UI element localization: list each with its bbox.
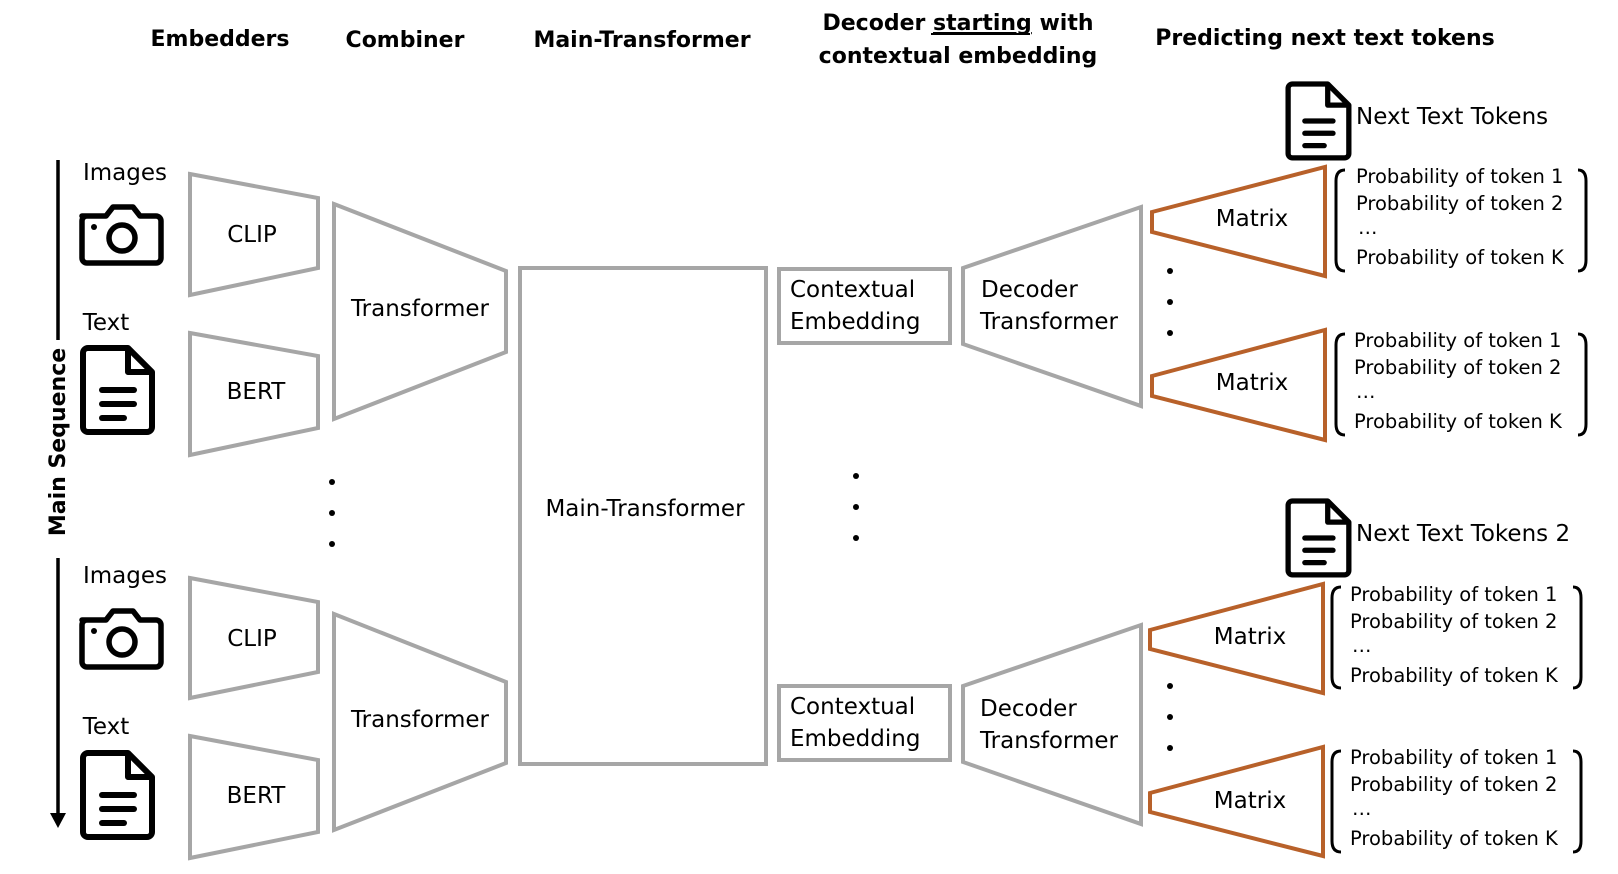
main-transformer-label: Main-Transformer — [545, 496, 745, 522]
header-decoder-line1: Decoder starting with — [823, 11, 1094, 36]
decoder-label-2a: Decoder — [980, 696, 1077, 722]
bracket-left-1 — [1334, 168, 1346, 273]
decoder-label-1b: Transformer — [979, 309, 1119, 335]
prob-2-2: Probability of token 2 — [1354, 356, 1561, 379]
bracket-right-3 — [1572, 585, 1583, 690]
prob-1-1: Probability of token 1 — [1356, 165, 1563, 188]
document-icon — [1288, 84, 1349, 158]
clip-embedder-2 — [188, 575, 320, 701]
header-decoder-post: with — [1032, 11, 1094, 36]
prob-1-k: Probability of token K — [1356, 246, 1565, 269]
bert-embedder-1 — [188, 330, 320, 458]
prob-2-1: Probability of token 1 — [1354, 329, 1561, 352]
document-icon — [83, 753, 152, 837]
combiner-label-2: Transformer — [350, 707, 490, 733]
clip-embedder-1 — [188, 171, 320, 298]
matrix-label-1: Matrix — [1216, 206, 1288, 232]
header-embedders: Embedders — [151, 27, 290, 52]
clip-label-1: CLIP — [227, 222, 277, 248]
prob-3-2: Probability of token 2 — [1350, 610, 1557, 633]
contextual-label-1a: Contextual — [790, 277, 915, 303]
bracket-left-4 — [1330, 749, 1342, 854]
header-decoder-underlined: starting — [933, 11, 1032, 36]
input-label-text-1: Text — [82, 310, 130, 336]
prob-1-2: Probability of token 2 — [1356, 192, 1563, 215]
decoder-label-1a: Decoder — [981, 277, 1078, 303]
combiner-transformer-2 — [332, 611, 508, 833]
prob-4-k: Probability of token K — [1350, 827, 1559, 850]
input-label-text-2: Text — [82, 714, 130, 740]
axis-arrowhead — [50, 813, 66, 828]
header-predicting: Predicting next text tokens — [1155, 26, 1494, 51]
main-sequence-label: Main Sequence — [46, 348, 71, 536]
bert-label-2: BERT — [227, 783, 287, 809]
matrix-1 — [1150, 164, 1327, 279]
prob-4-1: Probability of token 1 — [1350, 746, 1557, 769]
document-icon — [1288, 501, 1349, 575]
matrix-2 — [1150, 327, 1327, 443]
ellipsis-contextual — [853, 473, 859, 541]
next-tokens-label-2: Next Text Tokens 2 — [1356, 521, 1570, 547]
contextual-label-2b: Embedding — [790, 726, 920, 752]
bracket-left-3 — [1330, 585, 1342, 690]
combiner-transformer-1 — [332, 201, 508, 422]
matrix-4 — [1148, 744, 1325, 859]
bert-label-1: BERT — [227, 379, 287, 405]
main-transformer-block — [518, 266, 768, 766]
matrix-label-3: Matrix — [1214, 624, 1286, 650]
prob-3-1: Probability of token 1 — [1350, 583, 1557, 606]
prob-3-k: Probability of token K — [1350, 664, 1559, 687]
document-icon — [83, 348, 152, 432]
ellipsis-matrix-2 — [1167, 683, 1173, 751]
camera-icon — [82, 207, 161, 263]
prob-2-k: Probability of token K — [1354, 410, 1563, 433]
decoder-label-2b: Transformer — [979, 728, 1119, 754]
bracket-right-1 — [1577, 168, 1588, 273]
prob-2-ellipsis: … — [1356, 380, 1376, 403]
prob-4-ellipsis: … — [1352, 797, 1372, 820]
matrix-label-4: Matrix — [1214, 788, 1286, 814]
contextual-embedding-2 — [777, 684, 952, 762]
contextual-label-1b: Embedding — [790, 309, 920, 335]
header-combiner: Combiner — [346, 28, 465, 53]
input-label-images-2: Images — [83, 563, 167, 589]
contextual-embedding-1 — [777, 267, 952, 345]
prob-3-ellipsis: … — [1352, 634, 1372, 657]
bracket-right-2 — [1577, 332, 1588, 437]
matrix-3 — [1148, 581, 1325, 696]
clip-label-2: CLIP — [227, 626, 277, 652]
header-main-transformer: Main-Transformer — [533, 28, 750, 53]
prob-1-ellipsis: … — [1358, 216, 1378, 239]
decoder-transformer-1 — [961, 204, 1143, 409]
bracket-right-4 — [1572, 749, 1583, 854]
contextual-label-2a: Contextual — [790, 694, 915, 720]
camera-icon — [82, 611, 161, 667]
decoder-transformer-2 — [961, 622, 1143, 827]
combiner-label-1: Transformer — [350, 296, 490, 322]
header-decoder-pre: Decoder — [823, 11, 934, 36]
header-decoder-line2: contextual embedding — [819, 44, 1098, 69]
bert-embedder-2 — [188, 733, 320, 861]
ellipsis-combiner — [329, 479, 335, 547]
matrix-label-2: Matrix — [1216, 370, 1288, 396]
main-sequence-axis: Main Sequence — [46, 160, 71, 828]
ellipsis-matrix-1 — [1167, 268, 1173, 336]
input-label-images-1: Images — [83, 160, 167, 186]
bracket-left-2 — [1334, 332, 1346, 437]
prob-4-2: Probability of token 2 — [1350, 773, 1557, 796]
next-tokens-label-1: Next Text Tokens — [1356, 104, 1548, 130]
